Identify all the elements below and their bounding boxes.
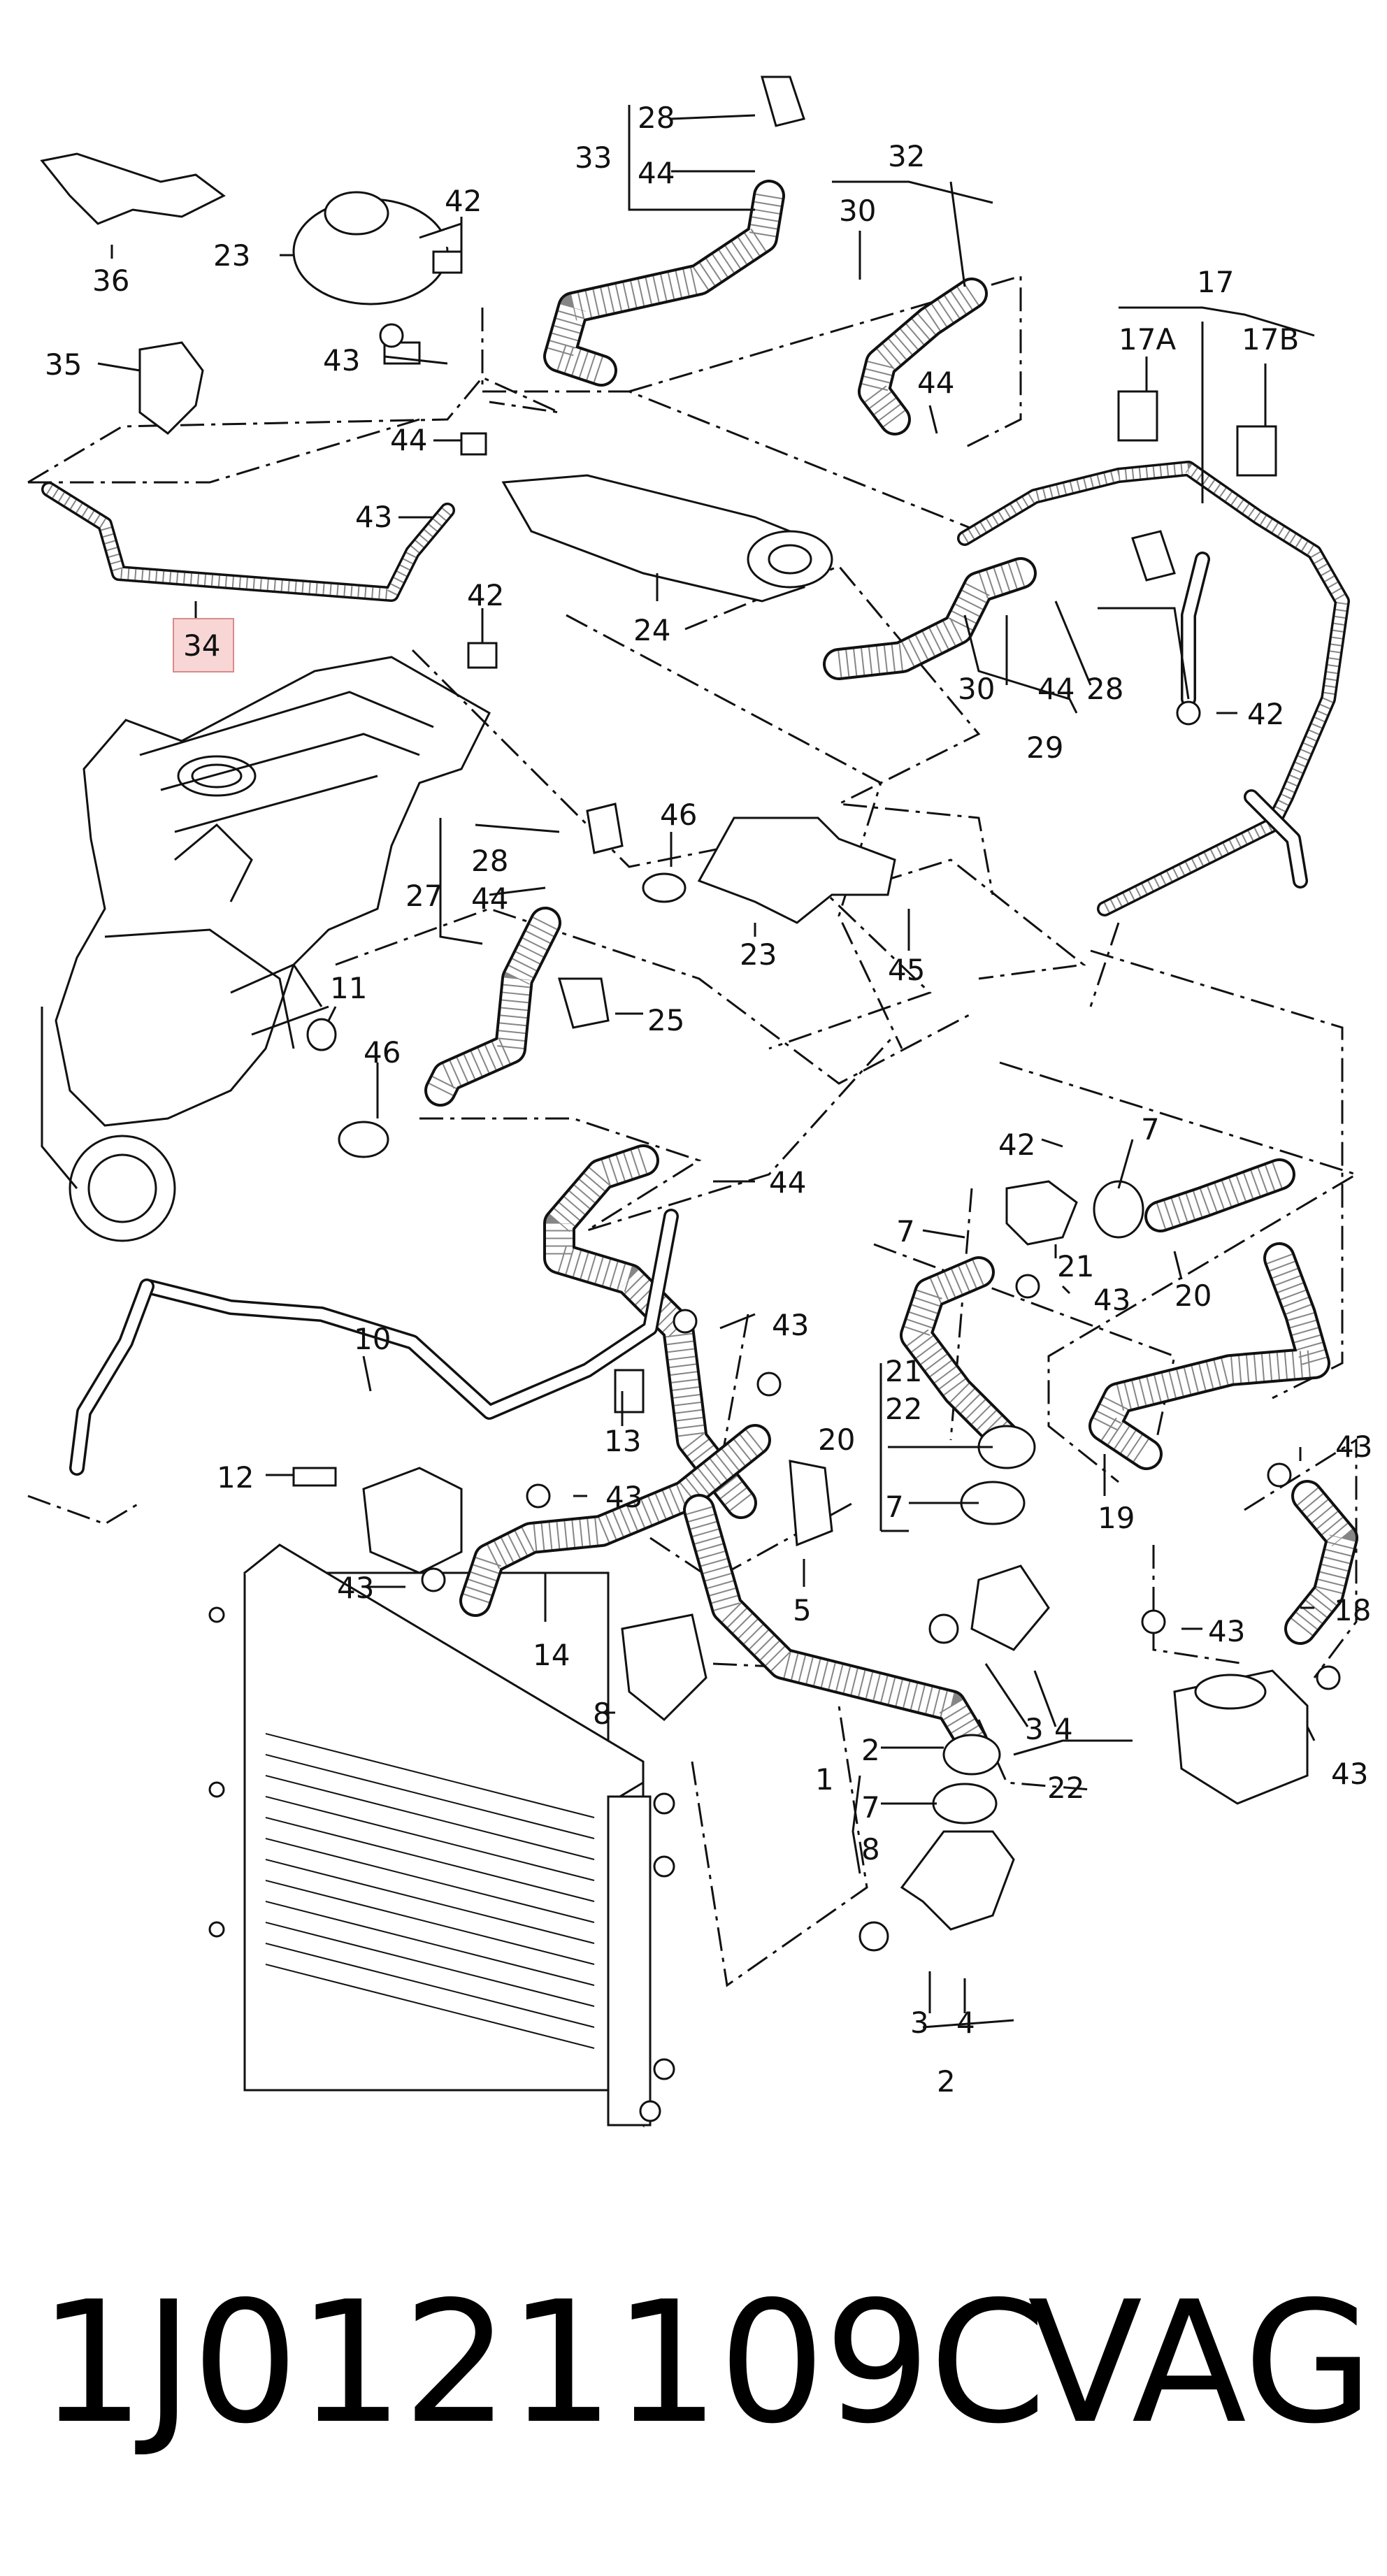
callout-7: 7 — [885, 1490, 904, 1524]
radiator-fins — [265, 1733, 595, 2049]
callout-42: 42 — [445, 184, 482, 218]
leader-lines — [97, 105, 1316, 2029]
callout-30: 30 — [958, 672, 995, 706]
callout-17b: 17B — [1242, 322, 1299, 357]
callout-7: 7 — [1141, 1112, 1160, 1146]
callout-8: 8 — [861, 1832, 880, 1866]
callout-13: 13 — [604, 1424, 641, 1458]
callout-labels: 28 33 44 32 30 44 17 17A 17B 36 23 42 43… — [45, 101, 1372, 2099]
coolant-hoses — [424, 180, 1358, 1757]
part-number: 1J0121109C — [38, 2265, 1047, 2461]
callout-5: 5 — [793, 1593, 812, 1627]
callout-34: 34 — [183, 628, 220, 663]
highlight-box-34 — [173, 618, 234, 672]
callout-43: 43 — [337, 1571, 374, 1605]
callout-22: 22 — [885, 1392, 922, 1426]
callout-32: 32 — [888, 139, 925, 173]
callout-3: 3 — [910, 2006, 929, 2040]
callout-21: 21 — [885, 1354, 922, 1388]
callout-1: 1 — [815, 1762, 834, 1797]
callout-43: 43 — [605, 1480, 642, 1514]
callout-46: 46 — [660, 798, 697, 832]
callout-44: 44 — [390, 423, 427, 457]
callout-44: 44 — [769, 1165, 806, 1200]
callout-30: 30 — [839, 194, 876, 228]
callout-42: 42 — [998, 1128, 1035, 1162]
brand-name: VAG — [1028, 2265, 1374, 2461]
callout-43: 43 — [355, 500, 392, 534]
callout-46: 46 — [364, 1035, 401, 1070]
engine-block — [41, 656, 491, 1242]
callout-33: 33 — [575, 141, 612, 175]
callout-4: 4 — [1054, 1712, 1073, 1746]
footer: 1J0121109C VAG — [0, 2258, 1387, 2468]
components — [40, 75, 1341, 1952]
callout-23: 23 — [740, 937, 777, 972]
callout-28: 28 — [471, 844, 508, 878]
callout-43: 43 — [1331, 1757, 1368, 1791]
callout-43: 43 — [1335, 1430, 1372, 1464]
callout-44: 44 — [638, 156, 675, 190]
callout-22: 22 — [1047, 1771, 1084, 1805]
callout-23: 23 — [213, 238, 250, 273]
callout-11: 11 — [330, 971, 367, 1005]
callout-44: 44 — [917, 366, 954, 400]
callout-36: 36 — [92, 264, 129, 298]
callout-43: 43 — [1093, 1283, 1130, 1317]
callout-2: 2 — [861, 1733, 880, 1767]
callout-28: 28 — [1086, 672, 1123, 706]
callout-7: 7 — [896, 1214, 915, 1249]
callout-27: 27 — [405, 879, 443, 913]
callout-44: 44 — [1037, 672, 1075, 706]
callout-35: 35 — [45, 347, 82, 382]
callout-21: 21 — [1057, 1249, 1094, 1283]
callout-43: 43 — [772, 1308, 809, 1342]
callout-17: 17 — [1197, 265, 1234, 299]
callout-43: 43 — [323, 343, 360, 377]
radiator — [208, 1544, 675, 2128]
thin-hoses — [41, 461, 1350, 1476]
callout-12: 12 — [217, 1460, 254, 1495]
callout-25: 25 — [647, 1003, 684, 1037]
callout-19: 19 — [1098, 1501, 1135, 1535]
callout-42: 42 — [1247, 697, 1284, 731]
callout-4: 4 — [956, 2006, 975, 2040]
callout-44: 44 — [471, 882, 508, 916]
callout-24: 24 — [633, 613, 670, 647]
callout-28: 28 — [638, 101, 675, 135]
callout-29: 29 — [1026, 731, 1063, 765]
callout-20: 20 — [818, 1423, 855, 1457]
callout-43: 43 — [1208, 1614, 1245, 1648]
callout-7: 7 — [861, 1790, 880, 1825]
callout-8: 8 — [593, 1697, 612, 1731]
callout-18: 18 — [1334, 1593, 1371, 1627]
callout-20: 20 — [1174, 1279, 1212, 1313]
callout-3: 3 — [1025, 1712, 1044, 1746]
callout-14: 14 — [533, 1638, 570, 1672]
callout-10: 10 — [354, 1322, 391, 1356]
coolant-system-exploded-diagram: 28 33 44 32 30 44 17 17A 17B 36 23 42 43… — [27, 75, 1372, 2128]
callout-2: 2 — [937, 2064, 956, 2099]
callout-42: 42 — [467, 578, 504, 612]
callout-17a: 17A — [1119, 322, 1176, 357]
callout-45: 45 — [888, 953, 925, 987]
